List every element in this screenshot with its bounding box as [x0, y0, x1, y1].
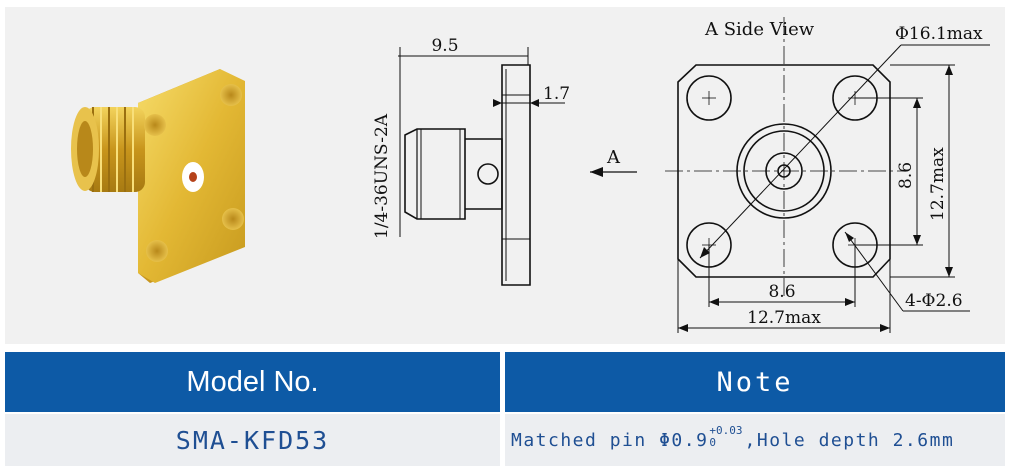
header-model-no: Model No.: [5, 352, 500, 412]
view-arrow: [590, 167, 637, 177]
dim-flange-thickness: 1.7: [543, 84, 570, 104]
header-note: Note: [505, 352, 1005, 412]
mount-hole: [222, 208, 244, 230]
dim-thread: 1/4-36UNS-2A: [372, 113, 392, 239]
view-arrow-label: A: [606, 147, 621, 168]
note-pin-size: Φ0.9: [659, 429, 709, 451]
tolerance-upper: +0.03: [709, 424, 743, 437]
note-suffix: ,Hole depth 2.6mm: [744, 429, 955, 451]
center-pin: [189, 172, 197, 182]
dim-hole-spacing-horizontal: 8.6: [768, 282, 795, 302]
note-prefix: Matched pin: [511, 429, 647, 451]
spec-table: Model No. Note SMA-KFD53 Matched pin Φ0.…: [5, 352, 1005, 468]
dim-mount-holes: 4-Φ2.6: [905, 291, 963, 311]
threaded-barrel: [71, 107, 145, 192]
dim-length: 9.5: [431, 36, 458, 56]
view-title: A Side View: [704, 19, 815, 40]
dim-flange-size-vertical: 12.7max: [928, 147, 948, 221]
model-number: SMA-KFD53: [5, 414, 500, 466]
tolerance-lower: 0: [709, 436, 717, 449]
side-profile-view: [398, 47, 565, 286]
dim-hole-spacing-vertical: 8.6: [896, 162, 916, 189]
drawing-panel: 9.5 1.7 1/4-36UNS-2A A A Side View: [5, 7, 1005, 344]
technical-drawing: 9.5 1.7 1/4-36UNS-2A A A Side View: [71, 17, 990, 333]
dim-diameter-max: Φ16.1max: [895, 24, 983, 44]
mount-hole: [144, 114, 166, 136]
a-side-view: [665, 17, 990, 333]
mount-hole: [146, 240, 168, 262]
dim-flange-size-horizontal: 12.7max: [747, 308, 821, 328]
mount-hole: [220, 84, 242, 106]
connector-photo: [71, 69, 245, 283]
